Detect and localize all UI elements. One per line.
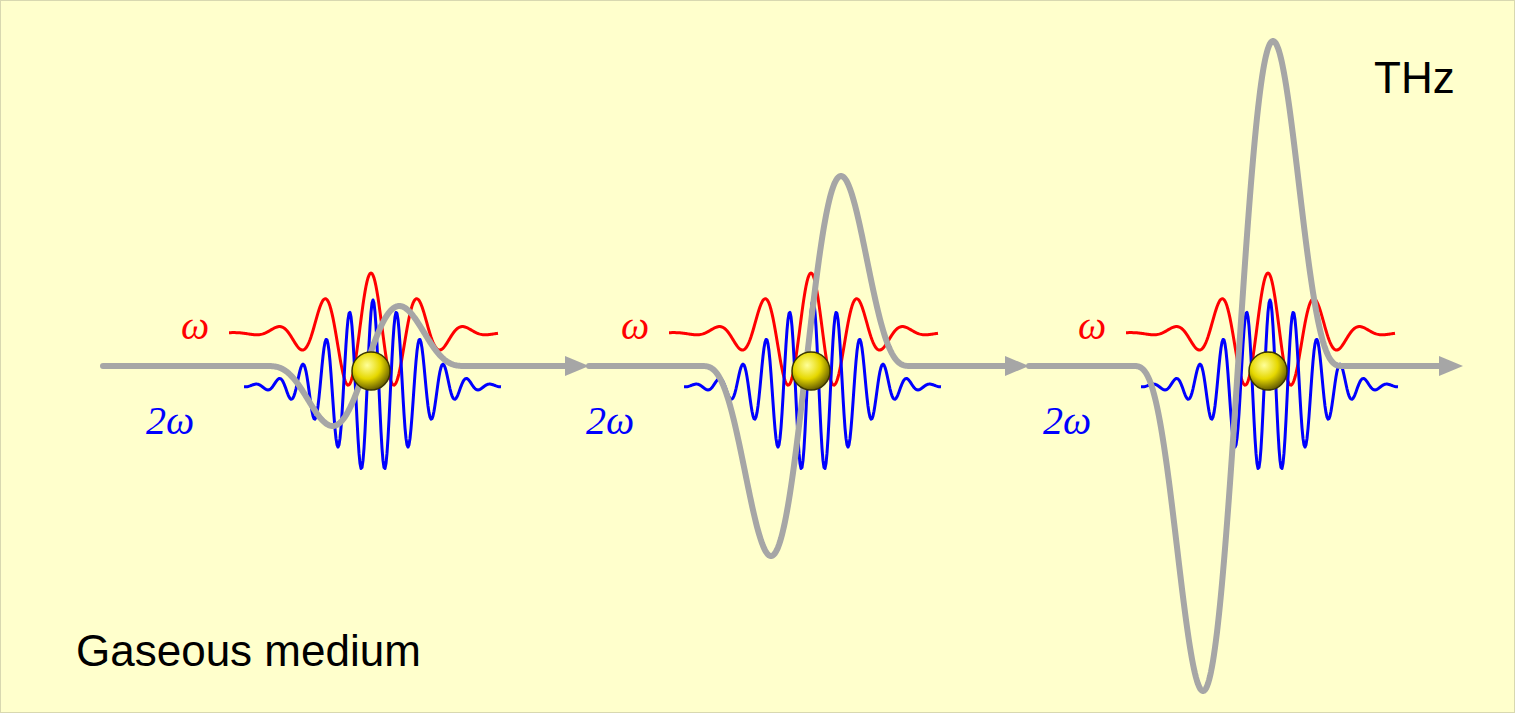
molecule xyxy=(792,352,830,390)
omega-label: ω xyxy=(181,306,209,346)
thz-wave xyxy=(589,176,1017,556)
thz-label: THz xyxy=(1374,56,1455,100)
arrow-head xyxy=(565,356,589,376)
two-omega-pulse xyxy=(244,300,501,468)
molecule xyxy=(1249,352,1287,390)
two-omega-label: 2ω xyxy=(146,401,194,441)
thz-waveform xyxy=(103,41,1463,691)
two-omega-pulse xyxy=(1141,300,1398,468)
arrow-head xyxy=(1439,356,1463,376)
medium-label: Gaseous medium xyxy=(76,629,421,673)
omega-label: ω xyxy=(621,306,649,346)
thz-wave xyxy=(1029,41,1451,691)
arrow-head xyxy=(1005,356,1029,376)
two-omega-label: 2ω xyxy=(586,401,634,441)
molecules xyxy=(352,352,1287,390)
omega-label: ω xyxy=(1078,306,1106,346)
two-omega-label: 2ω xyxy=(1043,401,1091,441)
molecule xyxy=(352,352,390,390)
